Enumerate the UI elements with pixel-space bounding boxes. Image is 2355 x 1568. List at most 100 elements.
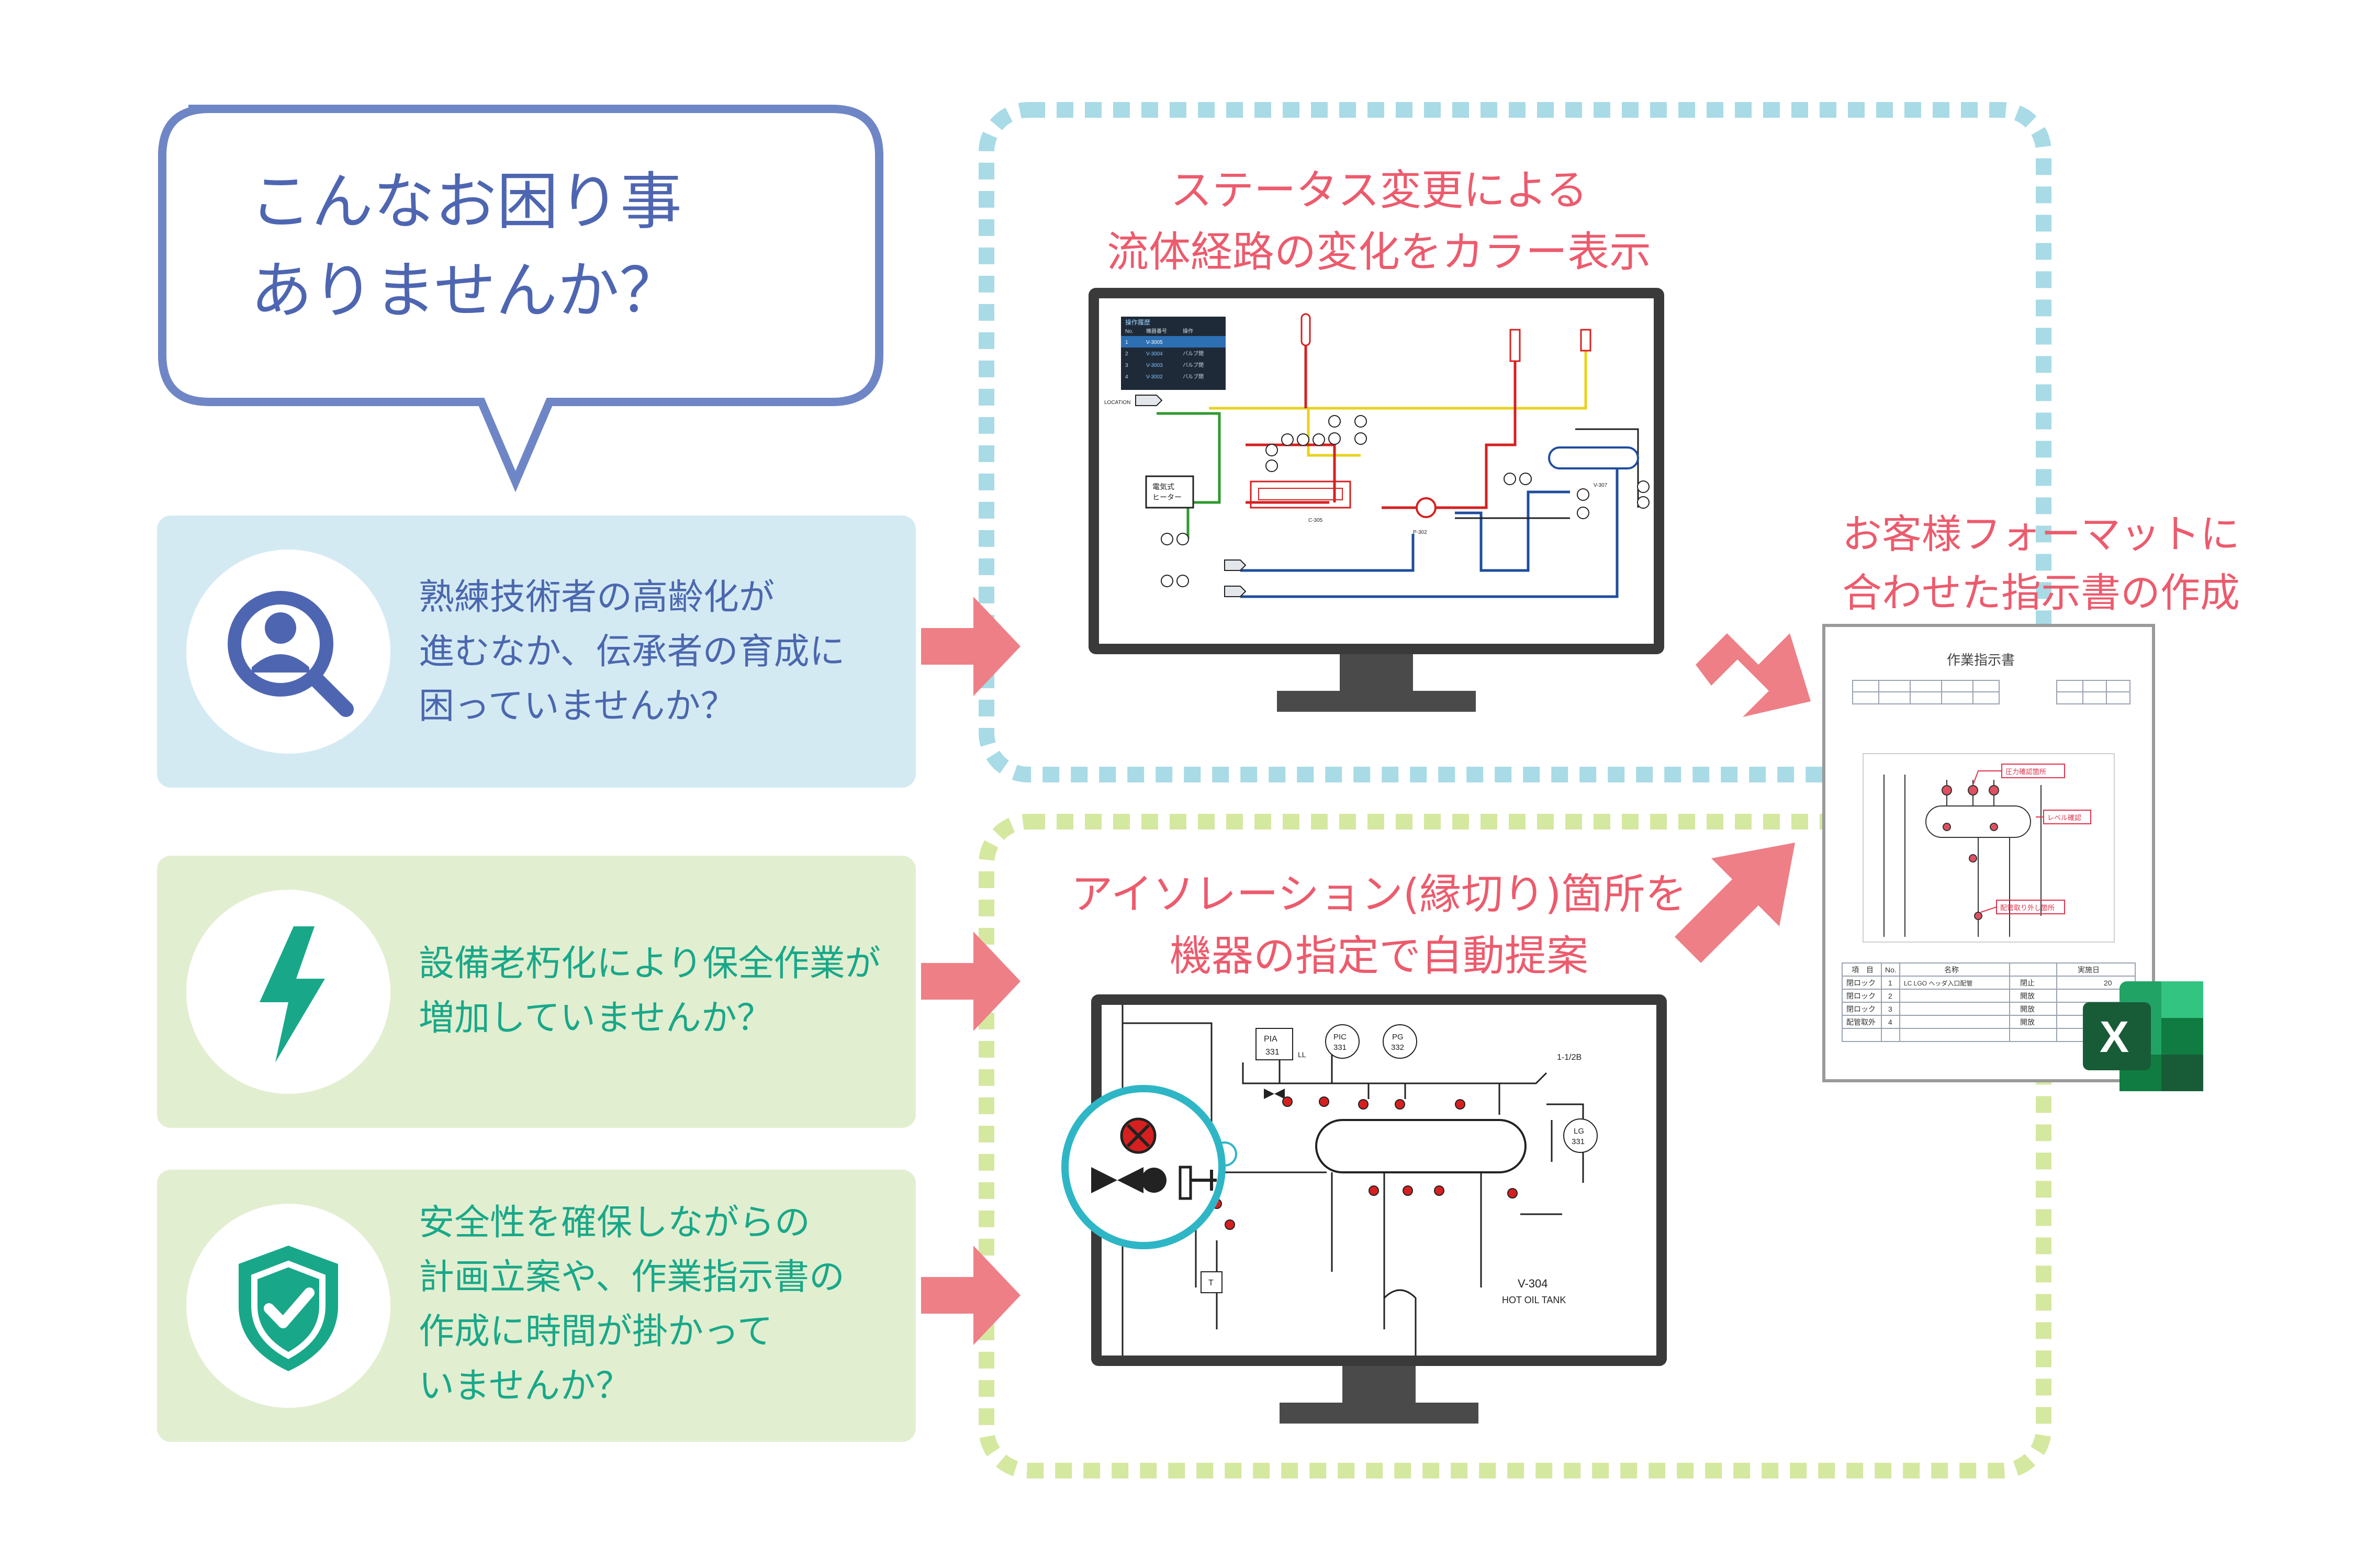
arrow-down-right bbox=[1696, 633, 1811, 717]
problem-panel-planning: 安全性を確保しながらの 計画立案や、作業指示書の 作成に時間が掛かって いません… bbox=[157, 1170, 916, 1442]
pipe-size-label: 1-1/2B bbox=[1557, 1053, 1582, 1062]
pic-number: 331 bbox=[1333, 1043, 1347, 1052]
pg-label: PG bbox=[1392, 1033, 1404, 1041]
caption-line: 流体経路の変化をカラー表示 bbox=[1107, 228, 1651, 276]
table-header: 項 目 bbox=[1852, 966, 1874, 974]
status-caption: ステータス変更による 流体経路の変化をカラー表示 bbox=[1039, 160, 1719, 283]
table-header: 実施日 bbox=[2078, 966, 2100, 974]
document-callouts bbox=[1972, 764, 2091, 914]
instrument-pic bbox=[1325, 1024, 1360, 1059]
icon-circle bbox=[186, 890, 390, 1094]
table-cell: 閉ロック bbox=[1846, 992, 1876, 1000]
heater bbox=[1145, 475, 1194, 509]
table-cell: 開放 bbox=[2020, 992, 2035, 1000]
history-header-op: 操作 bbox=[1183, 328, 1193, 334]
history-row-tag: V-3003 bbox=[1146, 363, 1163, 368]
lg-label: LG bbox=[1574, 1127, 1584, 1136]
pia-label: PIA bbox=[1264, 1035, 1277, 1044]
problem-line: 安全性を確保しながらの bbox=[419, 1202, 811, 1244]
problem-line: 進むなか、伝承者の育成に bbox=[419, 631, 845, 673]
table-cell: 閉止 bbox=[2020, 979, 2035, 987]
pic-label: PIC bbox=[1333, 1033, 1347, 1041]
caption-line: アイソレーション(縁切り)箇所を bbox=[1071, 870, 1687, 919]
problem-line: いませんか？ bbox=[419, 1365, 631, 1407]
problem-line: 設備老朽化により保全作業が bbox=[419, 943, 881, 984]
problem-text: 熟練技術者の高齢化が 進むなか、伝承者の育成に 困っていませんか？ bbox=[419, 570, 845, 734]
arrow-right-1 bbox=[921, 597, 1020, 696]
problem-text: 安全性を確保しながらの 計画立案や、作業指示書の 作成に時間が掛かって いません… bbox=[419, 1196, 845, 1414]
problem-line: 困っていませんか？ bbox=[419, 686, 736, 727]
arrow-right-3 bbox=[921, 1246, 1020, 1345]
isolation-magnifier bbox=[1061, 1085, 1226, 1249]
table-header: 名称 bbox=[1944, 966, 1959, 974]
document-title: 作業指示書 bbox=[1947, 652, 2015, 668]
table-cell: 配管取外 bbox=[1846, 1018, 1876, 1026]
isolation-caption: アイソレーション(縁切り)箇所を 機器の指定で自動提案 bbox=[1034, 864, 1724, 987]
heater-label: ヒーター bbox=[1152, 493, 1182, 501]
history-row-no: 3 bbox=[1125, 363, 1128, 368]
excel-letter: X bbox=[2100, 1012, 2129, 1061]
table-cell: 閉ロック bbox=[1846, 1005, 1876, 1013]
pump bbox=[1416, 497, 1437, 518]
lightning-icon bbox=[260, 926, 325, 1062]
table-header: No. bbox=[1885, 966, 1897, 974]
pump-tag: P-302 bbox=[1413, 530, 1427, 535]
vessel-name: HOT OIL TANK bbox=[1502, 1295, 1566, 1305]
callout-pressure: 圧力確認箇所 bbox=[2005, 768, 2046, 776]
caption-line: 機器の指定で自動提案 bbox=[1170, 932, 1588, 980]
table-cell: 4 bbox=[1888, 1018, 1892, 1026]
location-label: LOCATION bbox=[1104, 400, 1130, 406]
isolation-valves bbox=[1212, 1089, 1518, 1230]
history-row-tag: V-3004 bbox=[1146, 351, 1163, 357]
vessel-tag: V-307 bbox=[1594, 483, 1608, 488]
instrument-pia bbox=[1255, 1028, 1293, 1060]
document-table: 項 目 No. 名称 実施日 閉ロック 1 LC LGO ヘッダ入口配管 閉止 … bbox=[1846, 966, 2112, 1026]
history-header-tag: 機器番号 bbox=[1146, 328, 1167, 334]
table-cell: 閉ロック bbox=[1846, 979, 1876, 987]
history-row-no: 4 bbox=[1125, 374, 1128, 380]
history-row-op: バルブ閉 bbox=[1183, 362, 1204, 368]
caption-line: お客様フォーマットに bbox=[1842, 511, 2240, 557]
table-cell: 3 bbox=[1888, 1005, 1892, 1013]
pia-number: 331 bbox=[1265, 1048, 1280, 1057]
table-cell: LC LGO ヘッダ入口配管 bbox=[1904, 979, 1972, 987]
vessel bbox=[1548, 446, 1639, 469]
exchanger-tag: C-305 bbox=[1308, 518, 1323, 523]
table-cell: 開放 bbox=[2020, 1005, 2035, 1013]
lg-number: 331 bbox=[1572, 1137, 1585, 1146]
svg-text:T: T bbox=[1208, 1279, 1214, 1287]
instrument-pg bbox=[1383, 1024, 1417, 1059]
problem-line: 計画立案や、作業指示書の bbox=[419, 1257, 845, 1298]
person-search-icon bbox=[228, 591, 354, 717]
table-cell: 2 bbox=[1888, 992, 1892, 1000]
heater-label: 電気式 bbox=[1152, 483, 1174, 491]
document-caption: お客様フォーマットに 合わせた指示書の作成 bbox=[1779, 505, 2303, 622]
status-frame bbox=[979, 102, 2051, 782]
isolation-frame bbox=[979, 814, 2051, 1479]
instrument-lg bbox=[1563, 1118, 1598, 1153]
vessel-tag: V-304 bbox=[1518, 1277, 1548, 1290]
history-row-no: 2 bbox=[1125, 351, 1128, 357]
shield-check-icon bbox=[239, 1246, 338, 1371]
icon-circle bbox=[186, 1204, 390, 1408]
caption-line: 合わせた指示書の作成 bbox=[1842, 569, 2240, 616]
table-cell: 開放 bbox=[2020, 1018, 2035, 1026]
caption-line: ステータス変更による bbox=[1170, 166, 1588, 215]
history-row-tag: V-3002 bbox=[1146, 374, 1163, 380]
instrument-bubbles bbox=[1161, 415, 1650, 587]
history-panel bbox=[1121, 317, 1226, 390]
bubble-line-2: ありませんか？ bbox=[250, 254, 681, 327]
speech-bubble bbox=[158, 105, 883, 492]
table-cell: 1 bbox=[1888, 979, 1892, 987]
problem-panel-maintenance: 設備老朽化により保全作業が 増加していませんか？ bbox=[157, 856, 916, 1128]
offpage-connectors bbox=[1135, 395, 1247, 597]
history-row-op: バルブ閉 bbox=[1183, 350, 1204, 357]
arrow-up-right bbox=[1675, 843, 1795, 963]
excel-icon: X bbox=[2083, 981, 2203, 1091]
bubble-line-1: こんなお困り事 bbox=[249, 165, 682, 238]
bubble-title: こんなお困り事 ありませんか？ bbox=[157, 157, 775, 335]
history-panel-title: 操作履歴 bbox=[1125, 318, 1150, 326]
problem-line: 熟練技術者の高齢化が bbox=[419, 577, 775, 618]
history-row-tag: V-3005 bbox=[1146, 340, 1163, 345]
problem-line: 増加していませんか？ bbox=[419, 998, 772, 1039]
